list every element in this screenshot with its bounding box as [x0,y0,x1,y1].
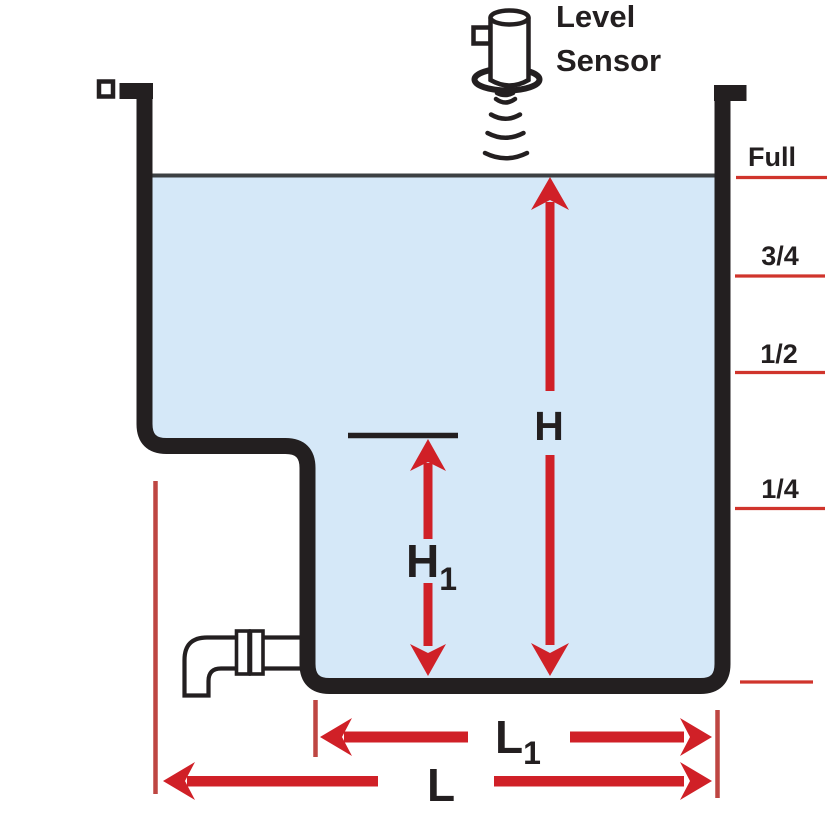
level-sensor-label-line1: Level [556,0,635,34]
sound-wave-arc-1 [493,96,518,105]
arrowhead-up [410,439,446,471]
arrow-shaft [570,731,684,743]
water-fill [148,174,719,682]
level-label-full: Full [748,142,796,172]
level-label-three-quarters: 3/4 [761,241,799,271]
arrow-shaft [545,455,555,645]
h-dimension-arrow [531,177,569,676]
sound-wave-arc-4 [482,150,530,161]
pipe-union-right [248,629,265,676]
l1-dimension-arrow [320,718,712,756]
level-sensor-cap [488,8,531,27]
flange-bottom-arc [494,90,516,98]
level-sensor [471,8,543,161]
arrowhead-left [163,762,195,800]
arrowhead-down [531,643,569,676]
mounting-hole [96,79,116,99]
arrow-shaft [545,202,555,391]
h1-dimension-arrow [410,439,446,676]
level-label-half: 1/2 [760,339,798,369]
arrowhead-right [680,762,712,800]
arrow-shaft [494,776,684,787]
l-label: L [427,759,455,811]
level-sensor-body [488,17,531,88]
sound-wave-arc-3 [485,130,526,140]
level-label-quarter: 1/4 [761,474,799,504]
arrowhead-up [531,177,569,210]
arrow-shaft [423,463,433,539]
l-dimension-arrow [163,762,712,800]
h-label: H [534,403,564,449]
pipe-union-left [234,629,251,676]
arrowhead-left [320,718,352,756]
arrowhead-right [680,718,712,756]
h1-label: H1 [406,535,457,597]
sound-wave-arc-2 [488,112,523,121]
level-sensor-label-line2: Sensor [556,43,661,78]
level-marks: Full 3/4 1/2 1/4 [735,142,827,684]
arrow-shaft [423,583,433,646]
arrow-shaft [187,776,378,787]
tank-outline [136,83,731,694]
arrow-shaft [344,731,468,743]
level-sensor-tab [471,25,493,46]
arrowhead-down [410,644,446,676]
l1-label: L1 [495,711,541,771]
